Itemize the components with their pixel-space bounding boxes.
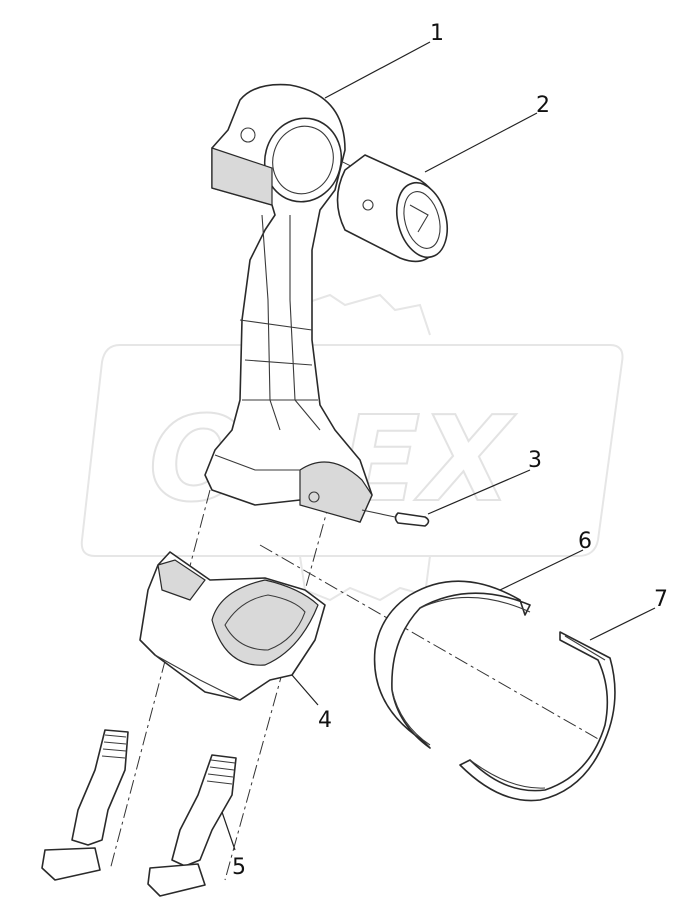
small-end-bushing: [336, 154, 448, 263]
callout-1: 1: [430, 21, 444, 46]
dowel-pin: [361, 509, 430, 527]
connecting-rod-cap: [139, 551, 326, 701]
callout-numbers: 1 2 3 6 7 4 5: [232, 21, 668, 880]
callout-4: 4: [318, 708, 332, 733]
leader-lines: [221, 41, 656, 851]
callout-2: 2: [536, 93, 550, 118]
callout-3: 3: [528, 448, 542, 473]
connecting-rod: [204, 83, 373, 523]
center-lines: [109, 139, 601, 881]
rod-bolt-left: [41, 729, 129, 881]
callout-6: 6: [578, 529, 592, 554]
bearing-shell-upper: [373, 580, 531, 749]
callout-5: 5: [232, 855, 246, 880]
callout-7: 7: [654, 587, 668, 612]
bearing-shell-lower: [459, 631, 616, 802]
rod-bolt-right: [147, 754, 237, 897]
